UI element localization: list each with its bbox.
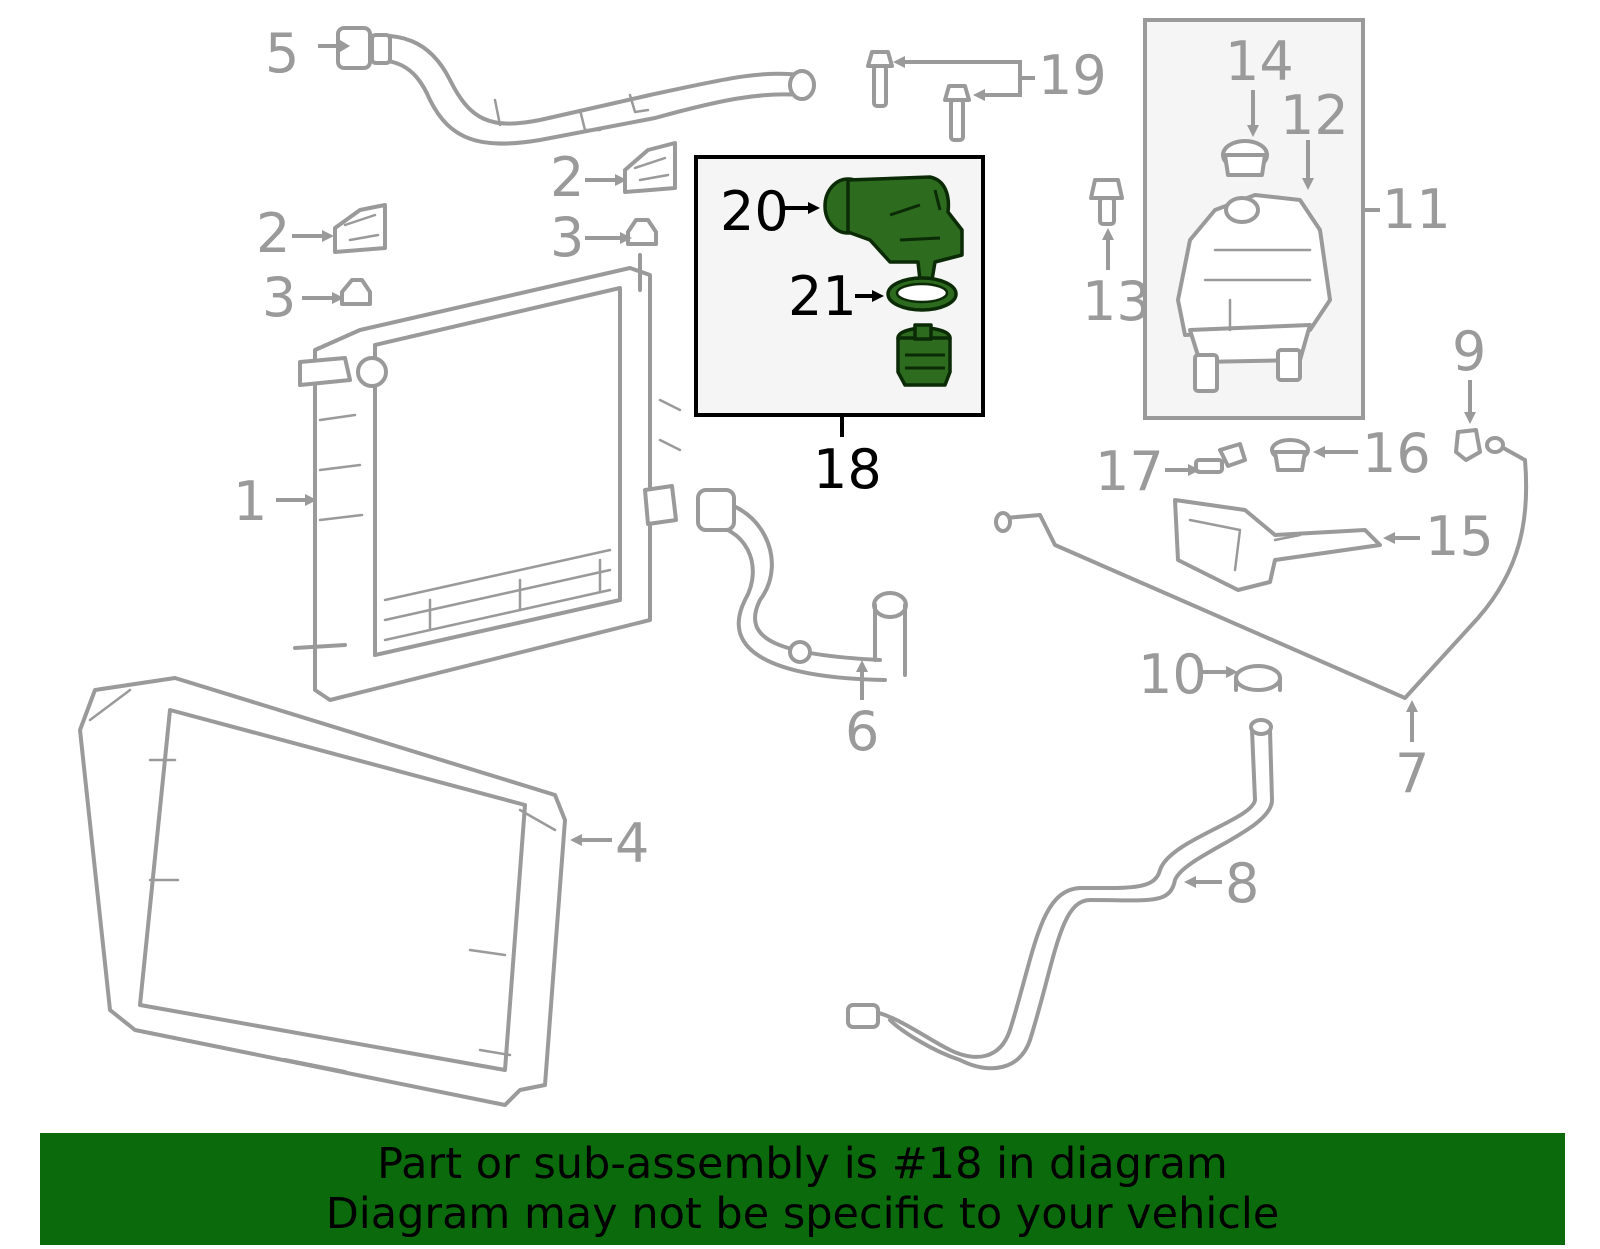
part-11-reservoir-box — [1143, 18, 1365, 420]
part-1-radiator — [293, 253, 682, 702]
part-2-bracket-left — [333, 203, 387, 254]
callout-20: 20 — [720, 180, 789, 243]
callout-6: 6 — [845, 700, 879, 763]
callout-3-left: 3 — [262, 266, 296, 329]
callout-19: 19 — [1038, 44, 1107, 107]
banner-line-1: Part or sub-assembly is #18 in diagram — [377, 1139, 1228, 1189]
part-20-thermostat-housing — [823, 175, 964, 282]
part-5-upper-hose — [336, 26, 816, 146]
part-9-clamp — [1454, 428, 1482, 462]
part-21-seal — [886, 276, 958, 312]
callout-7: 7 — [1395, 742, 1429, 805]
thermostat — [896, 323, 952, 387]
callout-17: 17 — [1095, 440, 1164, 503]
callout-8: 8 — [1225, 852, 1259, 915]
callout-21: 21 — [788, 265, 857, 328]
callout-16: 16 — [1362, 422, 1431, 485]
callout-12: 12 — [1280, 84, 1349, 147]
part-16-cap — [1270, 438, 1310, 472]
part-6-lower-hose — [696, 488, 908, 682]
callout-9: 9 — [1452, 320, 1486, 383]
callout-2-left: 2 — [256, 202, 290, 265]
callout-13: 13 — [1082, 270, 1151, 333]
callout-2-right: 2 — [550, 146, 584, 209]
callout-3-right: 3 — [550, 206, 584, 269]
part-8-hose — [846, 718, 1274, 1071]
part-7-hose — [994, 436, 1529, 700]
part-15-bracket — [1173, 498, 1382, 592]
callout-18: 18 — [813, 438, 882, 501]
callout-5: 5 — [265, 22, 299, 85]
part-3-insulator-left — [340, 278, 372, 306]
callout-14: 14 — [1225, 30, 1294, 93]
leader-lines — [276, 40, 1476, 888]
part-2-bracket-right — [623, 141, 677, 194]
part-13-bolt — [1089, 178, 1124, 226]
callout-10: 10 — [1138, 643, 1207, 706]
part-3-insulator-right — [626, 218, 658, 246]
banner-line-2: Diagram may not be specific to your vehi… — [325, 1189, 1280, 1239]
part-17-bolt — [1194, 442, 1247, 474]
part-10-clamp — [1234, 664, 1282, 692]
callout-15: 15 — [1425, 505, 1494, 568]
callout-11: 11 — [1382, 178, 1451, 241]
callout-1: 1 — [233, 470, 267, 533]
part-4-shroud — [78, 676, 567, 1107]
part-19-bolts — [866, 50, 971, 142]
callout-4: 4 — [615, 812, 649, 875]
info-banner: Part or sub-assembly is #18 in diagram D… — [40, 1133, 1565, 1245]
